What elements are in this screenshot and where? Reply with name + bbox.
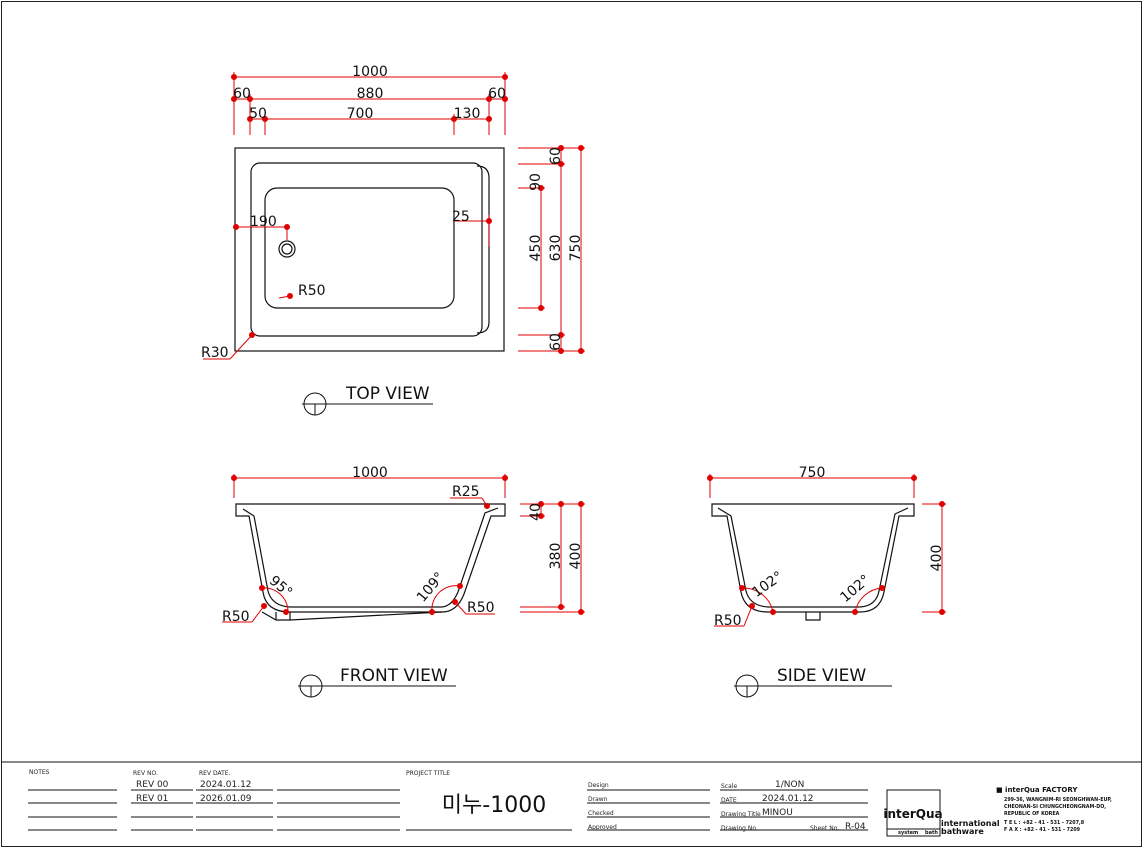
dim-front-left-radius: R50 bbox=[222, 609, 250, 625]
rev-01-date: 2026.01.09 bbox=[200, 794, 252, 804]
dim-front-rim-radius: R25 bbox=[452, 484, 480, 500]
address-line-1: 299-36, WANGNIM-RI SEONGHWAN-EUP, bbox=[1004, 797, 1112, 803]
dim-top-basin-offset-top: 90 bbox=[528, 173, 544, 191]
front-view-inner-line bbox=[242, 507, 499, 608]
dim-top-step: 25 bbox=[452, 209, 470, 225]
logo-text: interQua bbox=[883, 807, 942, 821]
front-view-dimensions bbox=[222, 474, 585, 623]
side-view-title: SIDE VIEW bbox=[777, 666, 866, 686]
drawing-no-label: Drawing No. bbox=[721, 825, 758, 832]
dim-top-outer-radius: R30 bbox=[201, 345, 229, 361]
date-value: 2024.01.12 bbox=[762, 794, 814, 804]
top-view-vertical-dimensions bbox=[518, 145, 585, 354]
top-view-outer-outline bbox=[234, 147, 505, 352]
top-view-title-symbol bbox=[302, 392, 433, 416]
top-view-drawing bbox=[234, 147, 505, 352]
dim-top-basin-depth: 450 bbox=[528, 235, 544, 262]
dim-side-overall-height: 400 bbox=[929, 545, 945, 572]
rev-no-label: REV NO. bbox=[133, 770, 158, 777]
top-view-inner-rim bbox=[250, 162, 483, 337]
logo-box bbox=[886, 789, 941, 837]
approved-label: Approved bbox=[588, 824, 617, 831]
dim-top-drain-offset: 190 bbox=[250, 214, 277, 230]
top-view-step-line bbox=[476, 165, 490, 334]
rev-00-no: REV 00 bbox=[136, 780, 169, 790]
dim-top-flange-right: 60 bbox=[488, 86, 506, 102]
logo-sub-right: bath bbox=[925, 830, 938, 836]
drawing-title-label: Drawing Title bbox=[721, 811, 761, 818]
dim-front-right-radius: R50 bbox=[467, 600, 495, 616]
front-view-title-symbol bbox=[298, 674, 456, 698]
dim-top-flange-top: 60 bbox=[548, 147, 564, 165]
dim-side-left-angle: 102° bbox=[749, 568, 786, 600]
title-block-lines bbox=[2, 761, 1142, 831]
drain-inner bbox=[281, 243, 293, 255]
date-label: DATE bbox=[721, 797, 737, 804]
drawn-label: Drawn bbox=[588, 796, 608, 803]
dim-top-overall-width: 1000 bbox=[352, 64, 388, 80]
dim-front-inner-height: 380 bbox=[548, 543, 564, 570]
side-view-drawing bbox=[711, 503, 915, 621]
rev-00-date: 2024.01.12 bbox=[200, 780, 252, 790]
scale-label: Scale bbox=[721, 783, 737, 790]
dim-top-basin-offset-left: 50 bbox=[249, 106, 267, 122]
dim-top-overall-depth: 750 bbox=[568, 235, 584, 262]
dim-top-inner-depth: 630 bbox=[548, 235, 564, 262]
side-view-dimensions bbox=[707, 474, 946, 627]
drawing-title-value: MINOU bbox=[762, 808, 793, 818]
drain-outer bbox=[278, 240, 296, 258]
side-view-foot bbox=[805, 612, 821, 621]
sheet-no-value: R-04 bbox=[845, 822, 866, 832]
notes-label: NOTES bbox=[29, 769, 50, 776]
rev-01-no: REV 01 bbox=[136, 794, 168, 804]
dim-front-overall-width: 1000 bbox=[352, 465, 388, 481]
front-view-bottom-line bbox=[261, 611, 443, 621]
side-view-inner-line bbox=[717, 507, 909, 608]
logo-side-2: bathware bbox=[941, 827, 984, 836]
dim-side-right-angle: 102° bbox=[837, 572, 873, 606]
rev-date-label: REV DATE. bbox=[199, 770, 231, 777]
address-line-3: REPUBLIC OF KOREA bbox=[1004, 811, 1060, 817]
scale-value: 1/NON bbox=[775, 780, 804, 790]
address-line-2: CHEONAN-SI CHUNGCHEONGNAM-DO, bbox=[1004, 804, 1106, 810]
dim-top-flange-left: 60 bbox=[233, 86, 251, 102]
dim-front-rim-height: 40 bbox=[528, 503, 544, 521]
front-view-outer-outline bbox=[235, 503, 506, 613]
logo-side-1: international bbox=[941, 819, 1000, 828]
dim-side-overall-width: 750 bbox=[799, 465, 826, 481]
top-view-basin bbox=[264, 187, 455, 309]
project-title-label: PROJECT TITLE bbox=[406, 770, 450, 777]
side-view-title-symbol bbox=[734, 674, 892, 698]
project-title: 미누-1000 bbox=[442, 793, 546, 818]
logo-sub-left: system bbox=[898, 830, 918, 836]
dim-side-bottom-radius: R50 bbox=[714, 613, 742, 629]
dim-top-inner-radius: R50 bbox=[298, 283, 326, 299]
dim-top-flange-bottom: 60 bbox=[548, 333, 564, 351]
tel-line: T E L : +82 - 41 - 531 - 7207,8 bbox=[1004, 820, 1085, 826]
dim-front-overall-height: 400 bbox=[568, 543, 584, 570]
dim-top-basin-offset-right: 130 bbox=[454, 106, 481, 122]
front-view-drawing bbox=[235, 503, 506, 621]
top-view-horizontal-dimensions bbox=[203, 72, 508, 360]
dim-top-basin-width: 700 bbox=[347, 106, 374, 122]
company-name: ■ interQua FACTORY bbox=[996, 786, 1078, 794]
sheet-no-label: Sheet No. bbox=[810, 825, 839, 832]
top-view-title: TOP VIEW bbox=[345, 384, 430, 404]
dim-top-inner-width: 880 bbox=[357, 86, 384, 102]
design-label: Design bbox=[588, 782, 609, 789]
front-view-title: FRONT VIEW bbox=[340, 666, 448, 686]
fax-line: F A X : +82 - 41 - 531 - 7209 bbox=[1004, 827, 1081, 833]
dim-front-right-angle: 109° bbox=[414, 569, 448, 605]
checked-label: Checked bbox=[588, 810, 614, 817]
side-view-outer-outline bbox=[711, 503, 915, 613]
